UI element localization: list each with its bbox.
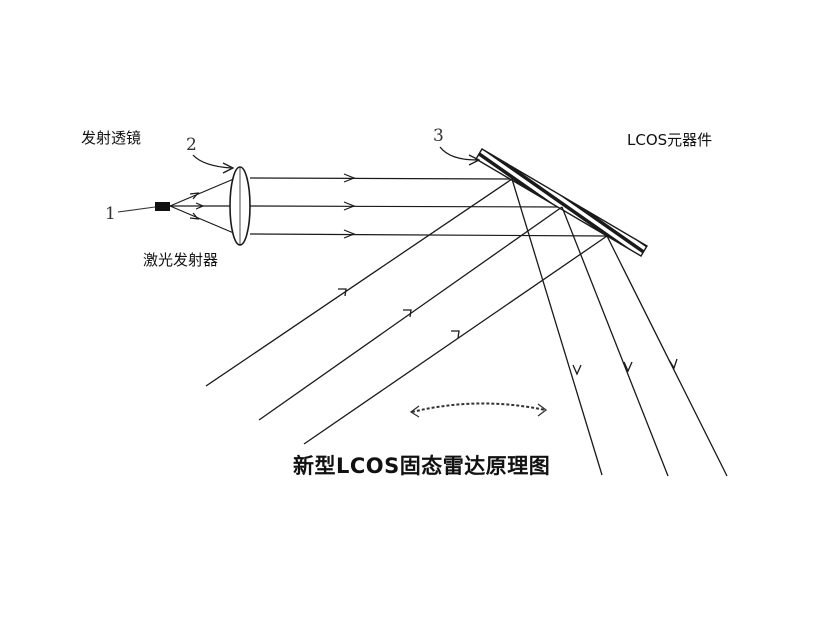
laser-emitter-label: 激光发射器 xyxy=(143,251,219,269)
lcos-label: LCOS元器件 xyxy=(627,131,713,149)
reflected-beams-left xyxy=(205,178,608,445)
marker-2-leader xyxy=(192,154,232,169)
scan-sweep-arc xyxy=(411,402,546,413)
collimated-beams xyxy=(249,173,608,239)
marker-2: 2 xyxy=(186,135,197,155)
diagram-title: 新型LCOS固态雷达原理图 xyxy=(293,454,551,478)
marker-1: 1 xyxy=(105,204,116,224)
lcos-element xyxy=(475,148,648,257)
reflected-beams-down xyxy=(511,178,728,477)
emitter-beam-fan xyxy=(169,177,237,235)
laser-emitter xyxy=(155,202,170,211)
marker-3-leader xyxy=(439,146,478,161)
marker-3: 3 xyxy=(433,126,444,146)
marker-1-leader xyxy=(117,206,156,213)
lens-label: 发射透镜 xyxy=(81,129,142,147)
